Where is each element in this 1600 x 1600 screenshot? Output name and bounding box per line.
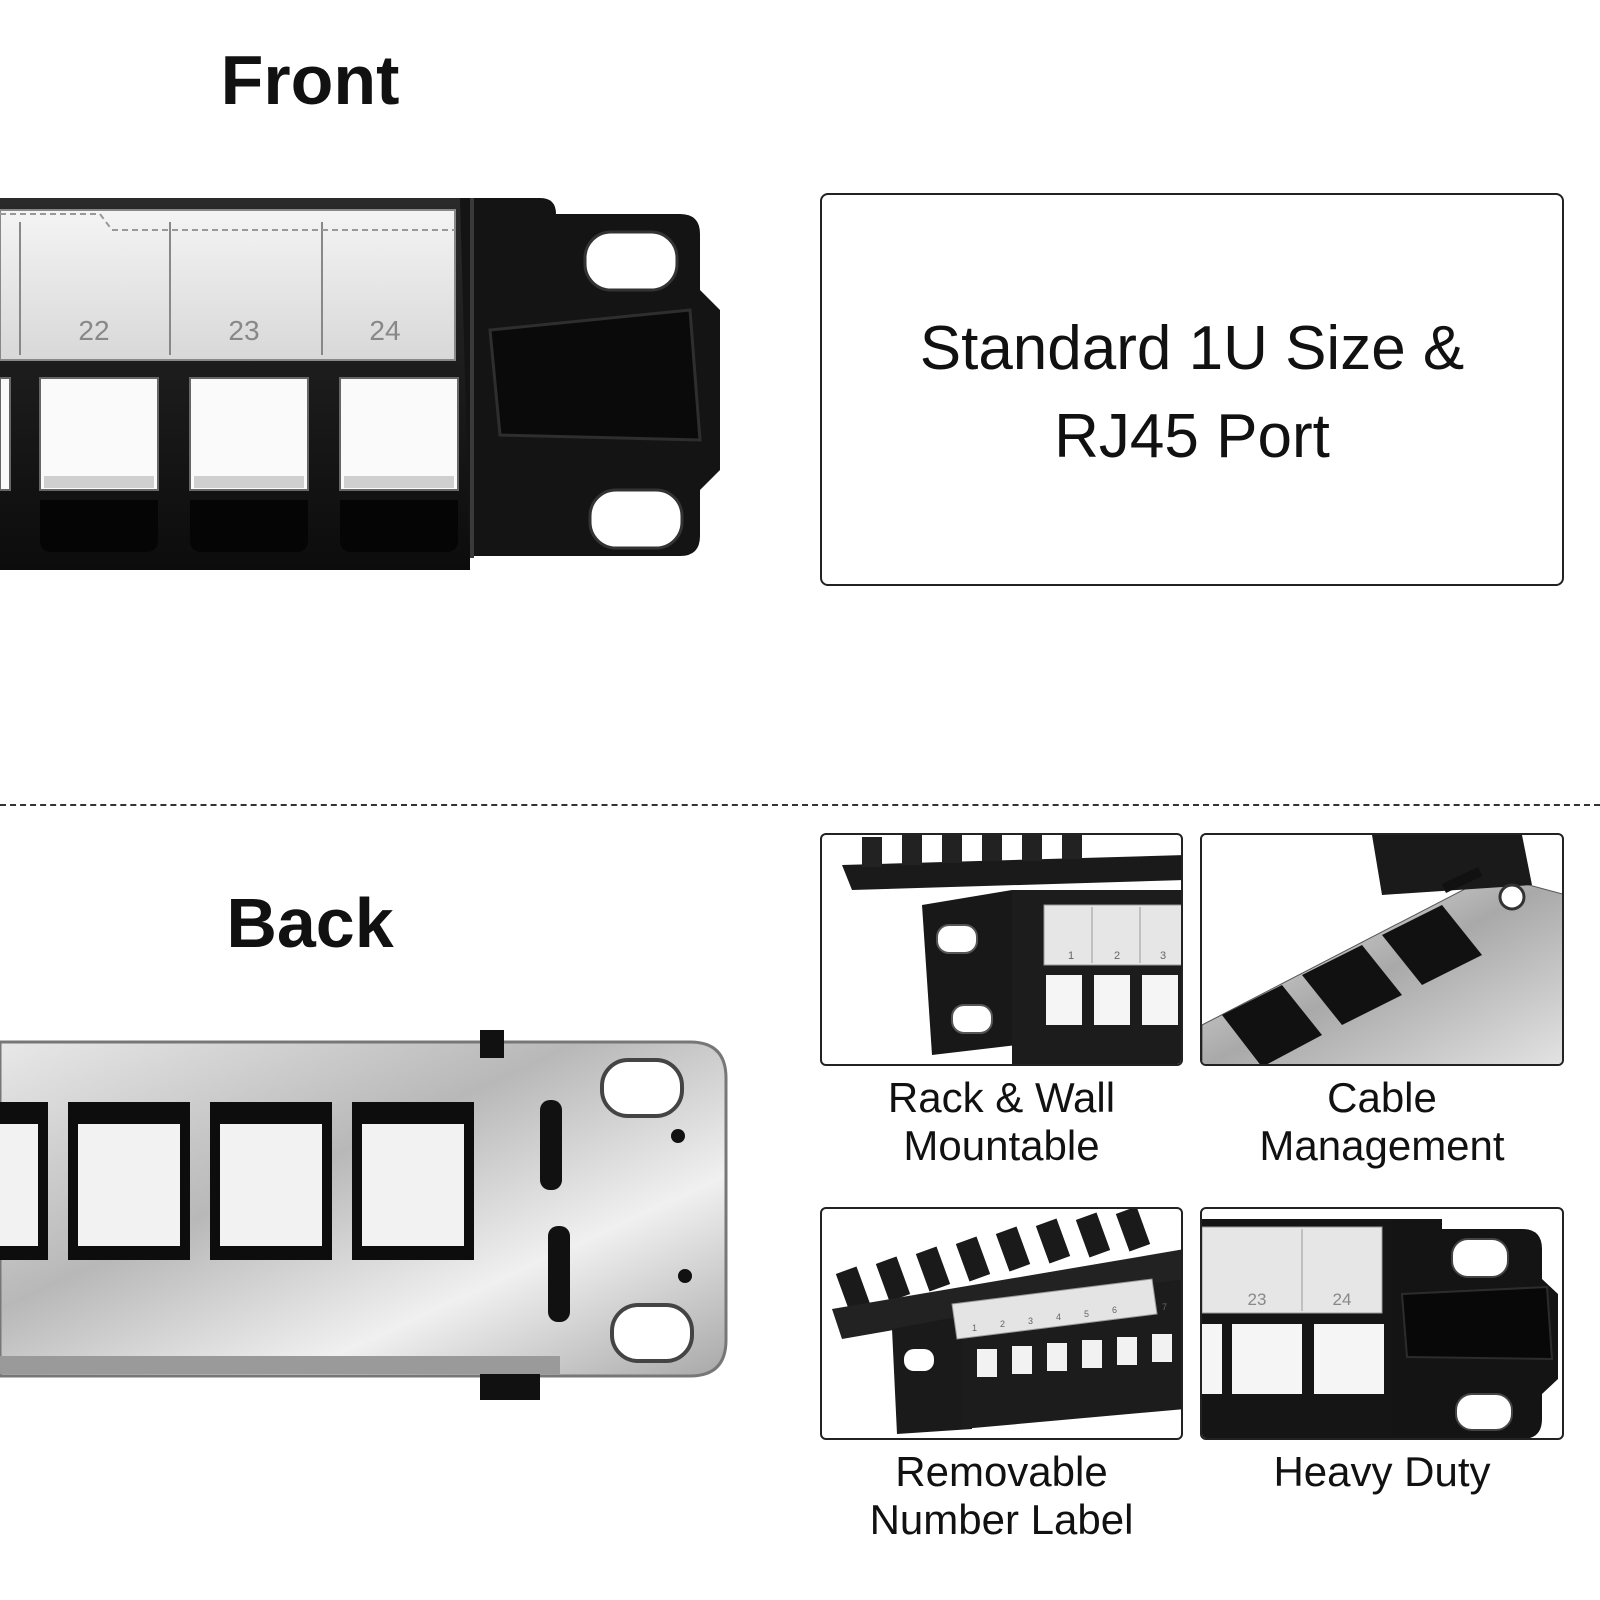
removable-label-number: 7 bbox=[1162, 1302, 1167, 1312]
cable-management-image bbox=[1202, 835, 1562, 1064]
removable-label-number: 2 bbox=[1000, 1319, 1005, 1329]
cable-management-thumbnail bbox=[1200, 833, 1564, 1066]
section-divider bbox=[0, 804, 1600, 806]
heavy-port-number: 23 bbox=[1248, 1290, 1267, 1309]
caption-removable-label: Removable Number Label bbox=[820, 1448, 1183, 1544]
caption-line1: Rack & Wall bbox=[887, 1074, 1116, 1121]
rack-label-number: 2 bbox=[1114, 950, 1120, 962]
removable-label-number: 6 bbox=[1112, 1305, 1117, 1315]
front-port-number: 24 bbox=[369, 315, 400, 346]
caption-line1: Removable bbox=[895, 1448, 1108, 1495]
removable-label-number: 1 bbox=[972, 1323, 977, 1333]
rack-label-number: 1 bbox=[1068, 950, 1074, 962]
main-feature-line1: Standard 1U Size & bbox=[919, 314, 1465, 383]
caption-line2: Number Label bbox=[869, 1496, 1134, 1543]
back-panel-image bbox=[0, 1030, 728, 1400]
main-feature-text: Standard 1U Size & RJ45 Port bbox=[822, 305, 1562, 481]
removable-label-thumbnail: 1 2 3 4 5 6 7 bbox=[820, 1207, 1183, 1440]
main-feature-box: Standard 1U Size & RJ45 Port bbox=[820, 193, 1564, 586]
caption-line1: Cable bbox=[1327, 1074, 1437, 1121]
removable-label-number: 4 bbox=[1056, 1312, 1061, 1322]
front-heading: Front bbox=[220, 41, 400, 119]
caption-heavy-duty: Heavy Duty bbox=[1200, 1448, 1564, 1496]
front-port-number: 22 bbox=[78, 315, 109, 346]
removable-label-number: 3 bbox=[1028, 1316, 1033, 1326]
back-heading: Back bbox=[226, 884, 394, 962]
removable-label-image: 1 2 3 4 5 6 7 bbox=[832, 1209, 1181, 1434]
front-port-number: 23 bbox=[228, 315, 259, 346]
caption-cable-management: Cable Management bbox=[1200, 1074, 1564, 1170]
front-panel-image: 22 23 24 bbox=[0, 198, 720, 570]
caption-rack-wall: Rack & Wall Mountable bbox=[820, 1074, 1183, 1170]
caption-line1: Heavy Duty bbox=[1273, 1448, 1491, 1495]
caption-line2: Management bbox=[1259, 1122, 1505, 1169]
heavy-duty-image: 23 24 bbox=[1202, 1219, 1558, 1438]
main-feature-line2: RJ45 Port bbox=[1054, 402, 1330, 471]
rack-wall-thumbnail: 1 2 3 bbox=[820, 833, 1183, 1066]
rack-wall-image: 1 2 3 bbox=[842, 835, 1181, 1064]
removable-label-number: 5 bbox=[1084, 1309, 1089, 1319]
heavy-port-number: 24 bbox=[1333, 1290, 1352, 1309]
rack-label-number: 3 bbox=[1160, 950, 1166, 962]
heavy-duty-thumbnail: 23 24 bbox=[1200, 1207, 1564, 1440]
caption-line2: Mountable bbox=[903, 1122, 1100, 1169]
